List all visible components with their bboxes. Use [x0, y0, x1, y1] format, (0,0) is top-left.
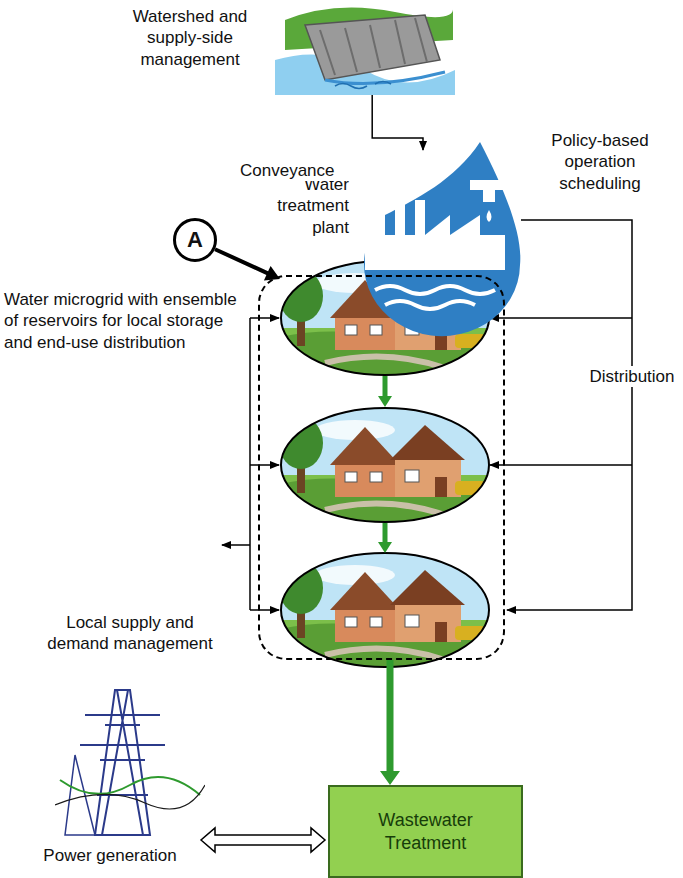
treatment-plant-icon: [355, 140, 525, 340]
power-node: Power generation: [55, 685, 205, 875]
dam-illustration: [275, 0, 455, 95]
node-heading: Watershed and supply-side management: [115, 6, 265, 70]
annotation-label: Policy-based operation scheduling: [522, 130, 678, 194]
node-heading: Water treatment plant: [253, 174, 349, 238]
edge-label: Distribution: [587, 366, 676, 387]
process-box: Wastewater Treatment: [328, 785, 523, 878]
plant-node: Water treatment plant: [355, 140, 525, 340]
flow-arrow: [372, 95, 423, 150]
double-arrow: [201, 828, 325, 852]
microgrid-group: Water microgrid with ensemble of reservo…: [258, 275, 505, 660]
callout-letter: A: [176, 226, 214, 254]
flow-arrow: [214, 247, 280, 280]
flow-arrow: [507, 220, 632, 610]
dam-node: Watershed and supply-side management: [275, 0, 455, 95]
group-heading: Water microgrid with ensemble of reservo…: [4, 289, 240, 353]
annotation-label: Local supply and demand management: [40, 612, 220, 655]
edge-label: Conveyance: [238, 160, 337, 181]
process-label: Wastewater Treatment: [330, 809, 521, 854]
callout-circle: A: [173, 218, 217, 262]
node-heading: Power generation: [35, 845, 185, 866]
flow-arrow: [380, 660, 400, 785]
